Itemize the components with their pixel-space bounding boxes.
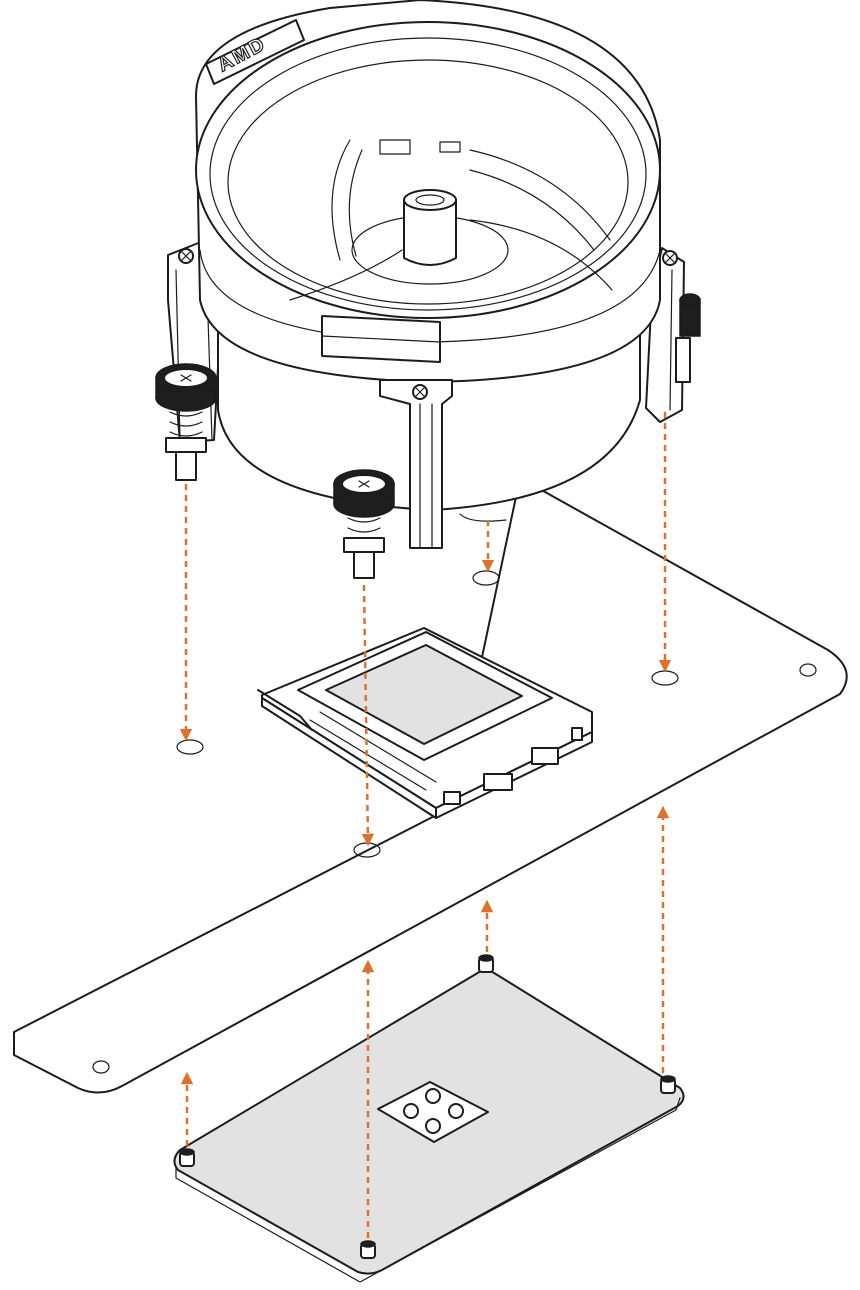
fan-hub <box>403 199 457 266</box>
socket-latch <box>531 747 559 765</box>
socket-latch <box>443 791 461 805</box>
standoff-hole <box>176 739 204 755</box>
brand-logo-plate <box>205 19 305 85</box>
backplate-post <box>360 1240 376 1259</box>
thumbscrew <box>675 293 701 383</box>
motherboard-mount-hole <box>92 1060 110 1074</box>
cpu-socket <box>257 627 593 819</box>
backplate-post <box>660 1075 676 1094</box>
backplate-pad-dot <box>448 1103 464 1119</box>
alignment-arrows <box>179 412 672 1238</box>
backplate-center-pad <box>377 1081 489 1143</box>
backplate-post <box>179 1148 195 1167</box>
thumbscrew <box>155 363 217 481</box>
socket-latch <box>571 727 583 741</box>
backplate-pad-dot <box>403 1103 419 1119</box>
backplate-pad-dot <box>425 1088 441 1104</box>
standoff-hole <box>472 570 500 586</box>
alignment-arrow-down <box>361 584 375 847</box>
backplate-pad-dot <box>425 1118 441 1134</box>
backplate-post <box>478 954 494 973</box>
thumbscrew <box>333 469 395 579</box>
socket-latch <box>483 773 513 791</box>
motherboard-mount-hole <box>799 663 817 677</box>
backplate <box>173 954 685 1283</box>
cpu-cooler: AMD <box>155 0 701 579</box>
